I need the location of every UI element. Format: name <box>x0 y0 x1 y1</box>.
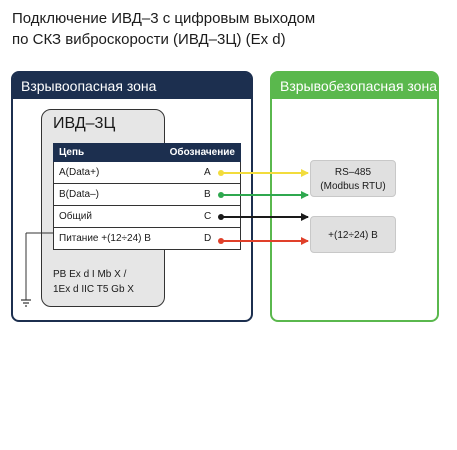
row-circuit: B(Data–) <box>59 189 100 200</box>
pin-d-dot <box>218 238 224 244</box>
row-designation: B <box>204 189 211 200</box>
header-designation: Обозначение <box>169 147 235 158</box>
pin-a-dot <box>218 170 224 176</box>
row-designation: A <box>204 167 211 178</box>
power-target: +(12÷24) В <box>310 216 396 253</box>
header-circuit: Цепь <box>59 147 85 158</box>
row-circuit: Питание +(12÷24) В <box>59 233 151 244</box>
ex-marking-line-1: PB Ex d I Mb X / <box>53 269 127 280</box>
table-row: Общий C <box>53 206 241 228</box>
row-circuit: A(Data+) <box>59 167 100 178</box>
pin-b-dot <box>218 192 224 198</box>
row-designation: C <box>204 211 212 222</box>
table-row: Питание +(12÷24) В D <box>53 228 241 250</box>
diagram-title: Подключение ИВД–3 с цифровым выходом по … <box>12 8 452 50</box>
row-designation: D <box>204 233 212 244</box>
wire-b <box>218 191 309 199</box>
rs485-line-2: (Modbus RTU) <box>320 181 386 192</box>
hazardous-zone-header: Взрывоопасная зона <box>13 73 251 99</box>
rs485-line-1: RS–485 <box>334 167 372 178</box>
title-line-1: Подключение ИВД–3 с цифровым выходом <box>12 10 316 27</box>
wire-a <box>218 169 309 177</box>
title-line-2: по СКЗ виброскорости (ИВД–3Ц) (Ex d) <box>12 31 286 48</box>
rs485-target: RS–485 (Modbus RTU) <box>310 160 396 197</box>
pin-c-dot <box>218 214 224 220</box>
ex-marking-line-2: 1Ex d IIC T5 Gb X <box>53 284 134 295</box>
ground-icon <box>21 232 53 307</box>
wire-d <box>218 237 309 245</box>
row-circuit: Общий <box>59 211 92 222</box>
device-name: ИВД–3Ц <box>53 115 116 132</box>
pin-table-header: Цепь Обозначение <box>53 143 241 162</box>
ex-marking: PB Ex d I Mb X / 1Ex d IIC T5 Gb X <box>53 267 134 297</box>
table-row: A(Data+) A <box>53 162 241 184</box>
wire-c <box>218 213 309 221</box>
safe-zone-header: Взрывобезопасная зона <box>272 73 437 99</box>
